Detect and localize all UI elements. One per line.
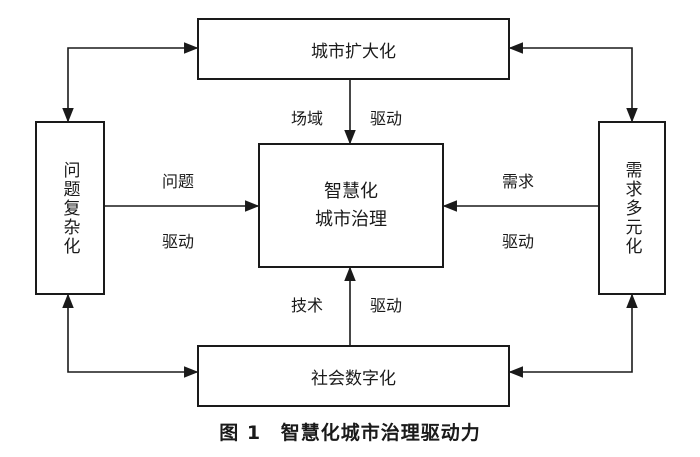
- box-demand-diversification: 需求多元化: [598, 121, 666, 295]
- figure-title: 智慧化城市治理驱动力: [280, 422, 481, 444]
- label-drive-top: 驱动: [370, 109, 403, 128]
- label-drive-left: 驱动: [162, 232, 195, 251]
- label-drive-bottom: 驱动: [370, 296, 403, 315]
- connector-top-right: [508, 42, 638, 123]
- figure-caption: 图 1 智慧化城市治理驱动力: [0, 418, 700, 445]
- label-drive-right: 驱动: [502, 232, 535, 251]
- figure-number: 图 1: [219, 422, 262, 444]
- label-field: 场域: [291, 109, 324, 128]
- box-social-digitalization-label: 社会数字化: [311, 368, 396, 389]
- center-label-line2: 城市治理: [315, 208, 387, 230]
- box-problem-complexity-label: 问题复杂化: [59, 160, 80, 256]
- label-demand: 需求: [502, 172, 535, 191]
- label-problem: 问题: [162, 172, 195, 191]
- box-smart-urban-governance: 智慧化 城市治理: [258, 143, 444, 268]
- label-technology: 技术: [291, 296, 324, 315]
- connector-bottom-left: [62, 293, 199, 378]
- center-label-line1: 智慧化: [324, 180, 378, 202]
- box-social-digitalization: 社会数字化: [197, 345, 510, 407]
- box-problem-complexity: 问题复杂化: [35, 121, 105, 295]
- connector-top-left: [62, 42, 199, 123]
- box-demand-diversification-label: 需求多元化: [621, 160, 642, 256]
- box-urban-expansion: 城市扩大化: [197, 18, 510, 80]
- box-urban-expansion-label: 城市扩大化: [311, 41, 396, 62]
- connector-bottom-right: [508, 293, 638, 378]
